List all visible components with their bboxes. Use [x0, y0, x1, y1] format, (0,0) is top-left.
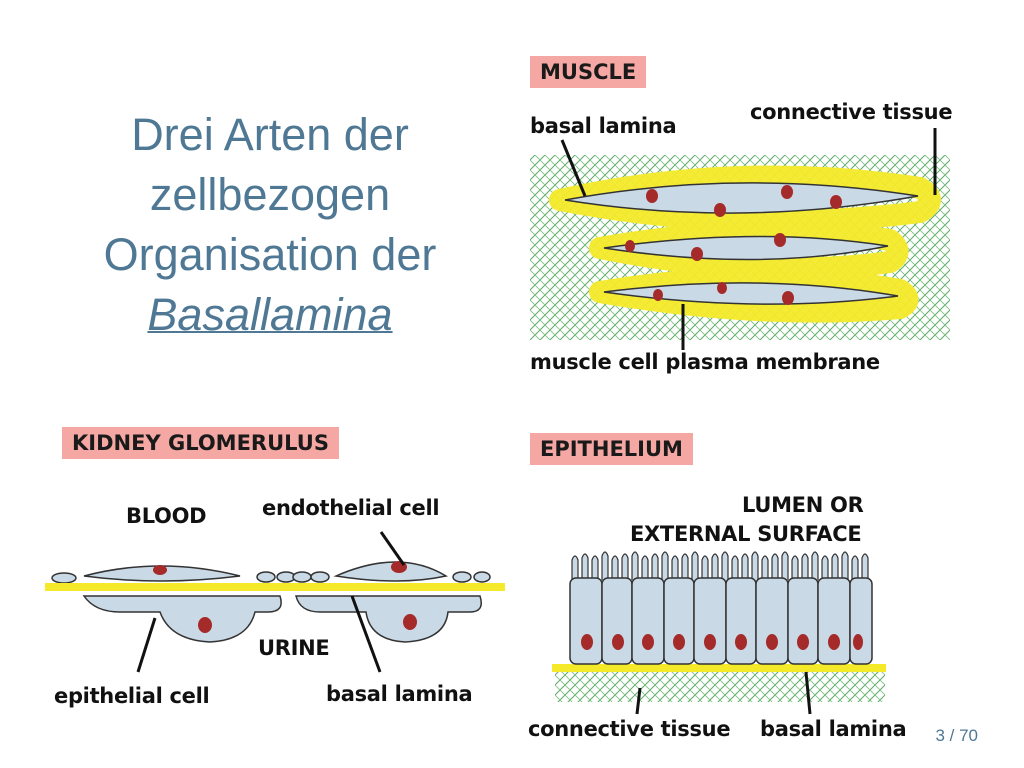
kidney-epithelial-label: epithelial cell [54, 684, 210, 708]
nucleus [714, 203, 726, 217]
epithelium-microvilli [571, 551, 869, 580]
nucleus [691, 247, 703, 261]
epithelium-pointer-lines [635, 671, 812, 715]
title-line-4: Basallamina [147, 289, 393, 340]
kidney-tag: KIDNEY GLOMERULUS [62, 427, 339, 459]
nucleus [830, 195, 842, 209]
epithelium-basal-lamina-label: basal lamina [760, 717, 907, 741]
muscle-tag: MUSCLE [530, 56, 647, 88]
title-line-1: Drei Arten der [131, 109, 409, 160]
kidney-basal-lamina-label: basal lamina [326, 682, 473, 706]
muscle-basal-lamina [549, 165, 941, 323]
nucleus [774, 233, 786, 247]
slide-title: Drei Arten der zellbezogen Organisation … [60, 105, 480, 345]
nucleus [781, 185, 793, 199]
kidney-endothelial-label: endothelial cell [262, 496, 440, 520]
muscle-connective-tissue-label: connective tissue [750, 100, 953, 124]
kidney-basal-lamina [45, 583, 505, 591]
epithelium-connective-tissue-label: connective tissue [528, 717, 731, 741]
page-number: 3 / 70 [935, 726, 978, 745]
nucleus [653, 289, 663, 301]
nucleus [625, 240, 635, 252]
epithelium-lumen-label-2: EXTERNAL SURFACE [630, 522, 862, 546]
muscle-basal-lamina-label: basal lamina [530, 114, 677, 138]
nucleus [646, 189, 658, 203]
kidney-nuclei [153, 561, 417, 633]
nucleus [717, 282, 727, 294]
muscle-fiber-3 [603, 282, 899, 305]
kidney-diagram [45, 531, 505, 673]
epithelium-lumen-label-1: LUMEN OR [742, 493, 864, 517]
muscle-fibers [564, 182, 919, 305]
epithelium-cells [569, 577, 873, 665]
epithelium-connective-tissue [555, 672, 885, 702]
kidney-pointer-lines [136, 531, 406, 673]
title-line-2: zellbezogen [149, 169, 391, 220]
muscle-membrane-label: muscle cell plasma membrane [530, 350, 880, 374]
kidney-blood-label: BLOOD [126, 504, 207, 528]
muscle-nuclei [625, 185, 842, 305]
epithelium-diagram [552, 551, 886, 715]
muscle-pointer-lines [560, 128, 937, 350]
kidney-epithelial-cells [82, 595, 482, 643]
nucleus [782, 291, 794, 305]
title-line-3: Organisation der [103, 229, 437, 280]
kidney-endothelial-cells [51, 561, 491, 584]
epithelium-tag: EPITHELIUM [530, 433, 693, 465]
epithelium-basal-lamina [552, 664, 886, 672]
epithelium-nuclei [581, 634, 863, 650]
kidney-urine-label: URINE [258, 636, 330, 660]
muscle-diagram [530, 128, 950, 350]
